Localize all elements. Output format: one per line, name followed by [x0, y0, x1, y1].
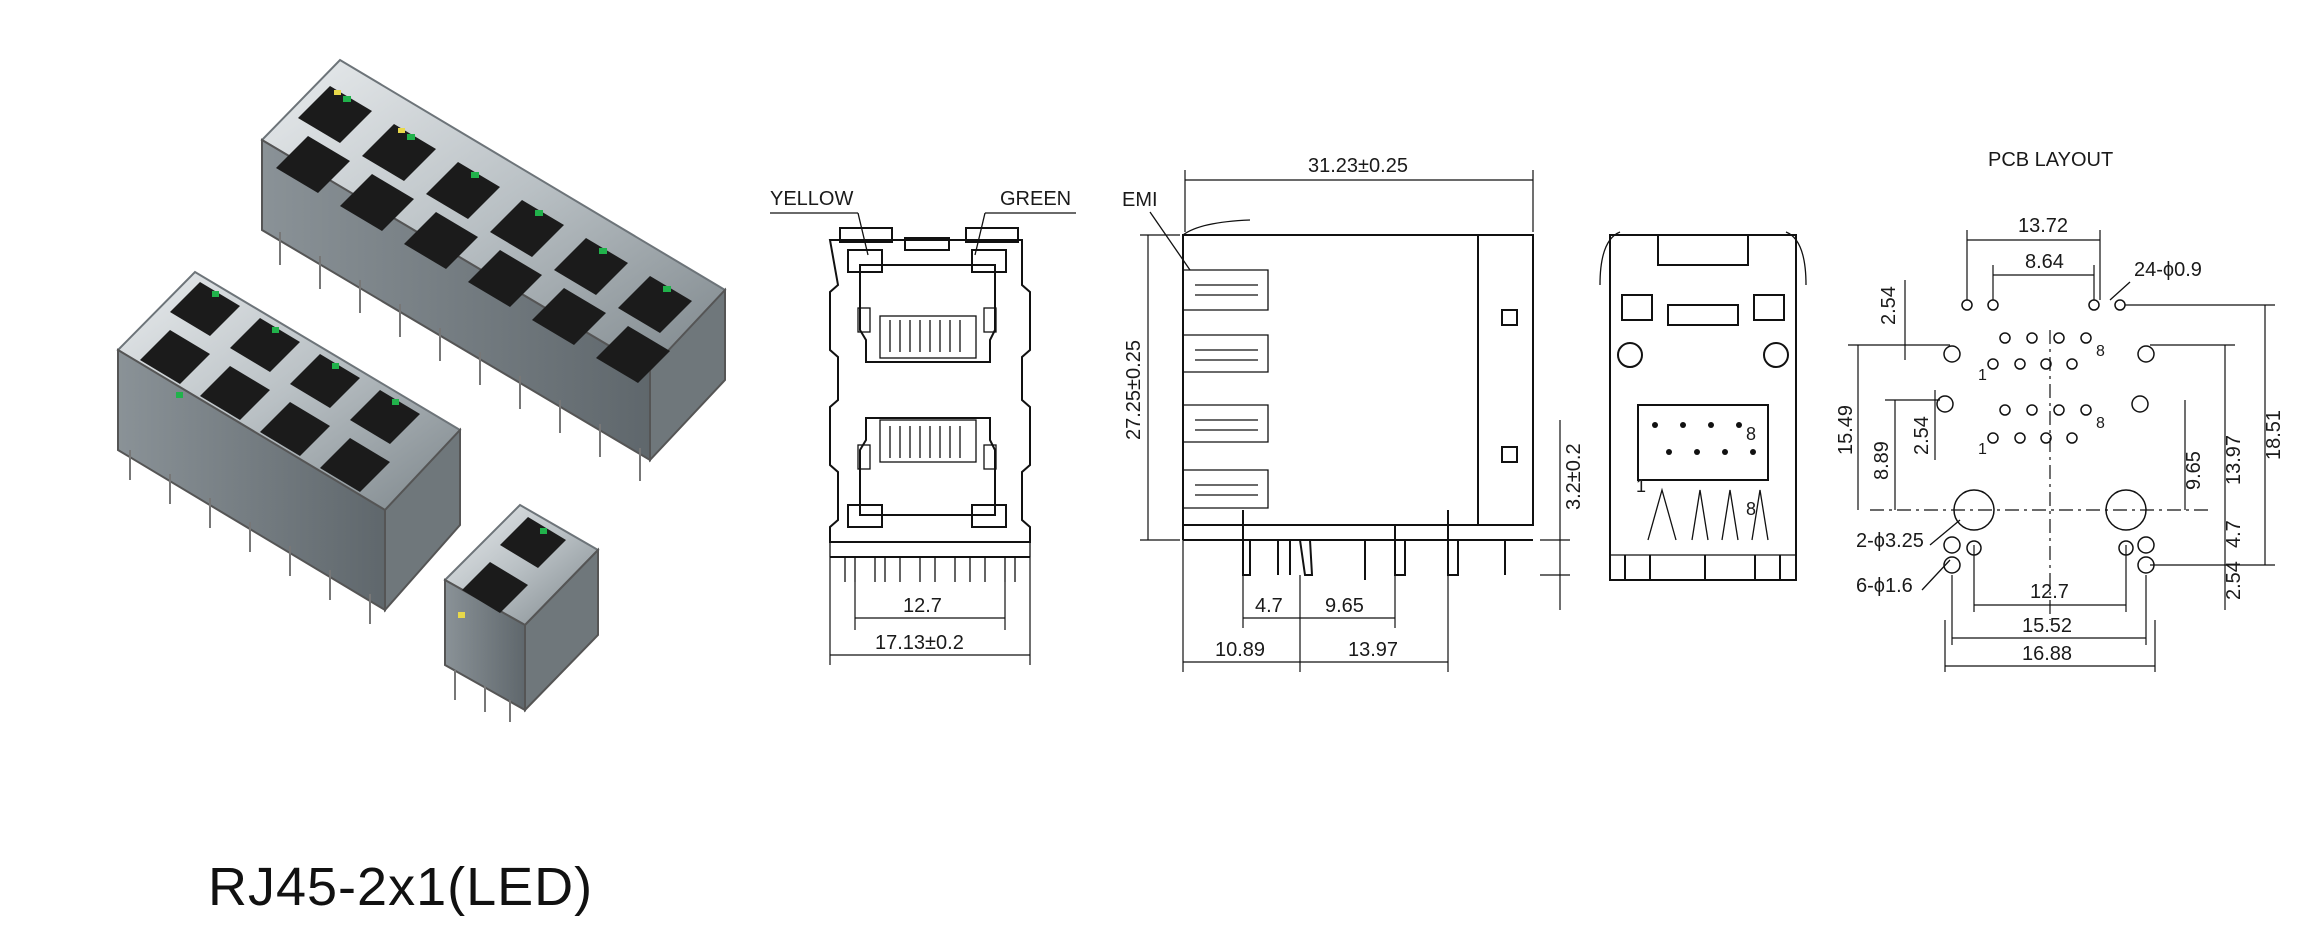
dim-12-7-pcb: 12.7: [2030, 581, 2069, 603]
dim-2-54-top: 2.54: [1878, 286, 1900, 325]
dim-9-65-pcb: 9.65: [2183, 451, 2205, 490]
dim-15-52: 15.52: [2022, 615, 2072, 637]
dim-13-97-side: 13.97: [1348, 639, 1398, 661]
rear-pin-8-top: 8: [1746, 424, 1756, 444]
product-title: RJ45-2x1(LED): [208, 857, 594, 917]
front-view: YELLOW GREEN: [770, 188, 1076, 665]
callout-6-phi-1-6: 6-ϕ1.6: [1856, 575, 1913, 597]
dim-13-72: 13.72: [2018, 215, 2068, 237]
rear-view: 8 1 8: [1599, 231, 1807, 581]
callout-2-phi-3-25: 2-ϕ3.25: [1856, 530, 1924, 552]
yellow-label: YELLOW: [770, 188, 853, 210]
dim-8-89: 8.89: [1871, 441, 1893, 480]
dim-15-49: 15.49: [1835, 405, 1857, 455]
dim-18-51: 18.51: [2263, 410, 2285, 460]
pin-1-bottom: 1: [1978, 441, 1987, 458]
green-label: GREEN: [1000, 188, 1071, 210]
dim-13-97-pcb: 13.97: [2223, 435, 2245, 485]
photo-2x6-connector: [260, 58, 727, 481]
dim-3-2: 3.2±0.2: [1563, 443, 1585, 510]
dim-17-13: 17.13±0.2: [875, 632, 964, 654]
pin-1-top: 1: [1978, 367, 1987, 384]
dim-31-23: 31.23±0.25: [1308, 155, 1408, 177]
emi-label: EMI: [1122, 189, 1158, 211]
dim-8-64: 8.64: [2025, 251, 2064, 273]
photo-2x4-connector: [116, 270, 462, 624]
dim-16-88: 16.88: [2022, 643, 2072, 665]
pcb-layout: PCB LAYOUT 13.72 8.64 24-ϕ0.9 2.54: [1835, 149, 2285, 672]
dim-2-54-bottom: 2.54: [2223, 561, 2245, 600]
dim-12-7-front: 12.7: [903, 595, 942, 617]
rear-pin-1: 1: [1636, 476, 1646, 496]
dim-2-54-mid: 2.54: [1911, 416, 1933, 455]
photo-2x1-connector: [443, 503, 600, 722]
dim-27-25: 27.25±0.25: [1123, 340, 1145, 440]
rear-pin-8-bottom: 8: [1746, 499, 1756, 519]
pin-8-bottom: 8: [2096, 415, 2105, 432]
dim-4-7-side: 4.7: [1255, 595, 1283, 617]
dim-4-7-pcb: 4.7: [2223, 520, 2245, 548]
side-view: EMI 31.23±0.25 27.25±0.25: [1122, 155, 1585, 672]
dim-9-65-side: 9.65: [1325, 595, 1364, 617]
dim-24-holes: 24-ϕ0.9: [2134, 259, 2202, 281]
pcb-layout-title: PCB LAYOUT: [1988, 149, 2113, 171]
pin-8-top: 8: [2096, 343, 2105, 360]
dim-10-89: 10.89: [1215, 639, 1265, 661]
